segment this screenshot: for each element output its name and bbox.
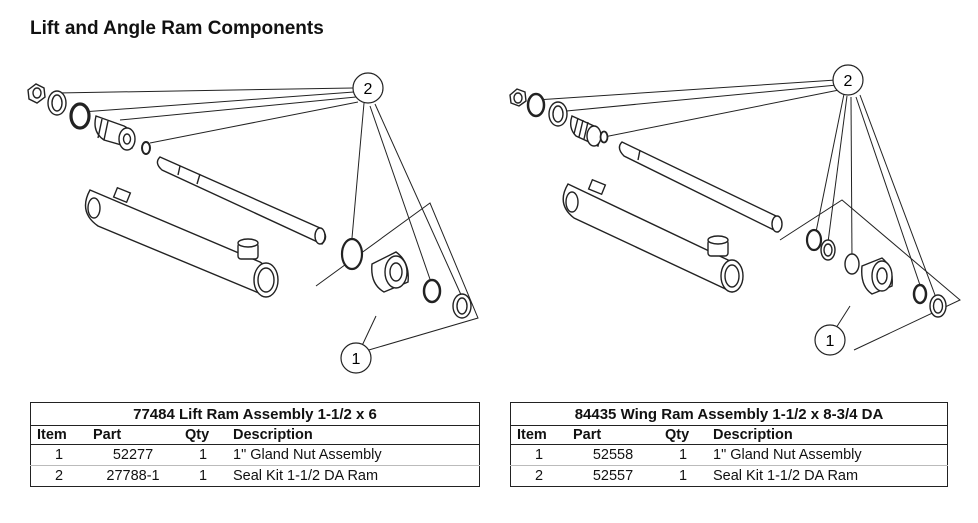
qty-cell: 1: [659, 465, 707, 487]
description-cell: Seal Kit 1-1/2 DA Ram: [707, 465, 948, 487]
table-row: 2 52557 1 Seal Kit 1-1/2 DA Ram: [510, 465, 948, 487]
column-header-item: Item: [30, 425, 87, 445]
qty-cell: 1: [678, 447, 688, 463]
column-header-item: Item: [510, 425, 567, 445]
table-row: 2 27788-1 1 Seal Kit 1-1/2 DA Ram: [30, 465, 480, 487]
part-cell: 52557: [567, 465, 659, 487]
part-cell: 52277: [112, 447, 154, 463]
description-cell: 1" Gland Nut Assembly: [713, 447, 862, 463]
svg-text:2: 2: [364, 81, 373, 98]
item-cell: 1: [54, 447, 64, 463]
table-caption: 84435 Wing Ram Assembly 1-1/2 x 8-3/4 DA: [510, 402, 948, 426]
column-header-description: Description: [707, 425, 948, 445]
item-cell: 1: [534, 447, 544, 463]
column-header-part: Part: [567, 425, 659, 445]
table-row: 1 52558 1 1" Gland Nut Assembly: [511, 445, 948, 466]
description-cell: Seal Kit 1-1/2 DA Ram: [227, 465, 480, 487]
qty-cell: 1: [198, 447, 208, 463]
column-header-qty: Qty: [659, 425, 707, 445]
svg-text:2: 2: [844, 73, 853, 90]
column-header-description: Description: [227, 425, 480, 445]
callout-1: 1: [814, 324, 846, 356]
svg-text:1: 1: [826, 333, 835, 350]
column-header-part: Part: [87, 425, 179, 445]
part-cell: 52558: [592, 447, 634, 463]
item-cell: 2: [30, 465, 87, 487]
description-cell: 1" Gland Nut Assembly: [233, 447, 382, 463]
page-title: Lift and Angle Ram Components: [30, 18, 324, 39]
qty-cell: 1: [179, 465, 227, 487]
callout-1: 1: [340, 342, 372, 374]
lift-ram-parts-table: 77484 Lift Ram Assembly 1-1/2 x 6 Item P…: [30, 402, 480, 487]
item-cell: 2: [510, 465, 567, 487]
table-caption: 77484 Lift Ram Assembly 1-1/2 x 6: [30, 402, 480, 426]
table-row: 1 52277 1 1" Gland Nut Assembly: [31, 445, 480, 466]
wing-ram-parts-table: 84435 Wing Ram Assembly 1-1/2 x 8-3/4 DA…: [510, 402, 948, 487]
piston-rod-part: [618, 141, 783, 233]
callout-2: 2: [832, 64, 864, 96]
svg-text:1: 1: [352, 351, 361, 368]
column-header-qty: Qty: [179, 425, 227, 445]
wing-ram-exploded-diagram: 2 1: [509, 64, 961, 356]
lift-ram-exploded-diagram: 2 1: [27, 72, 479, 374]
callout-2: 2: [352, 72, 384, 104]
part-cell: 27788-1: [87, 465, 179, 487]
